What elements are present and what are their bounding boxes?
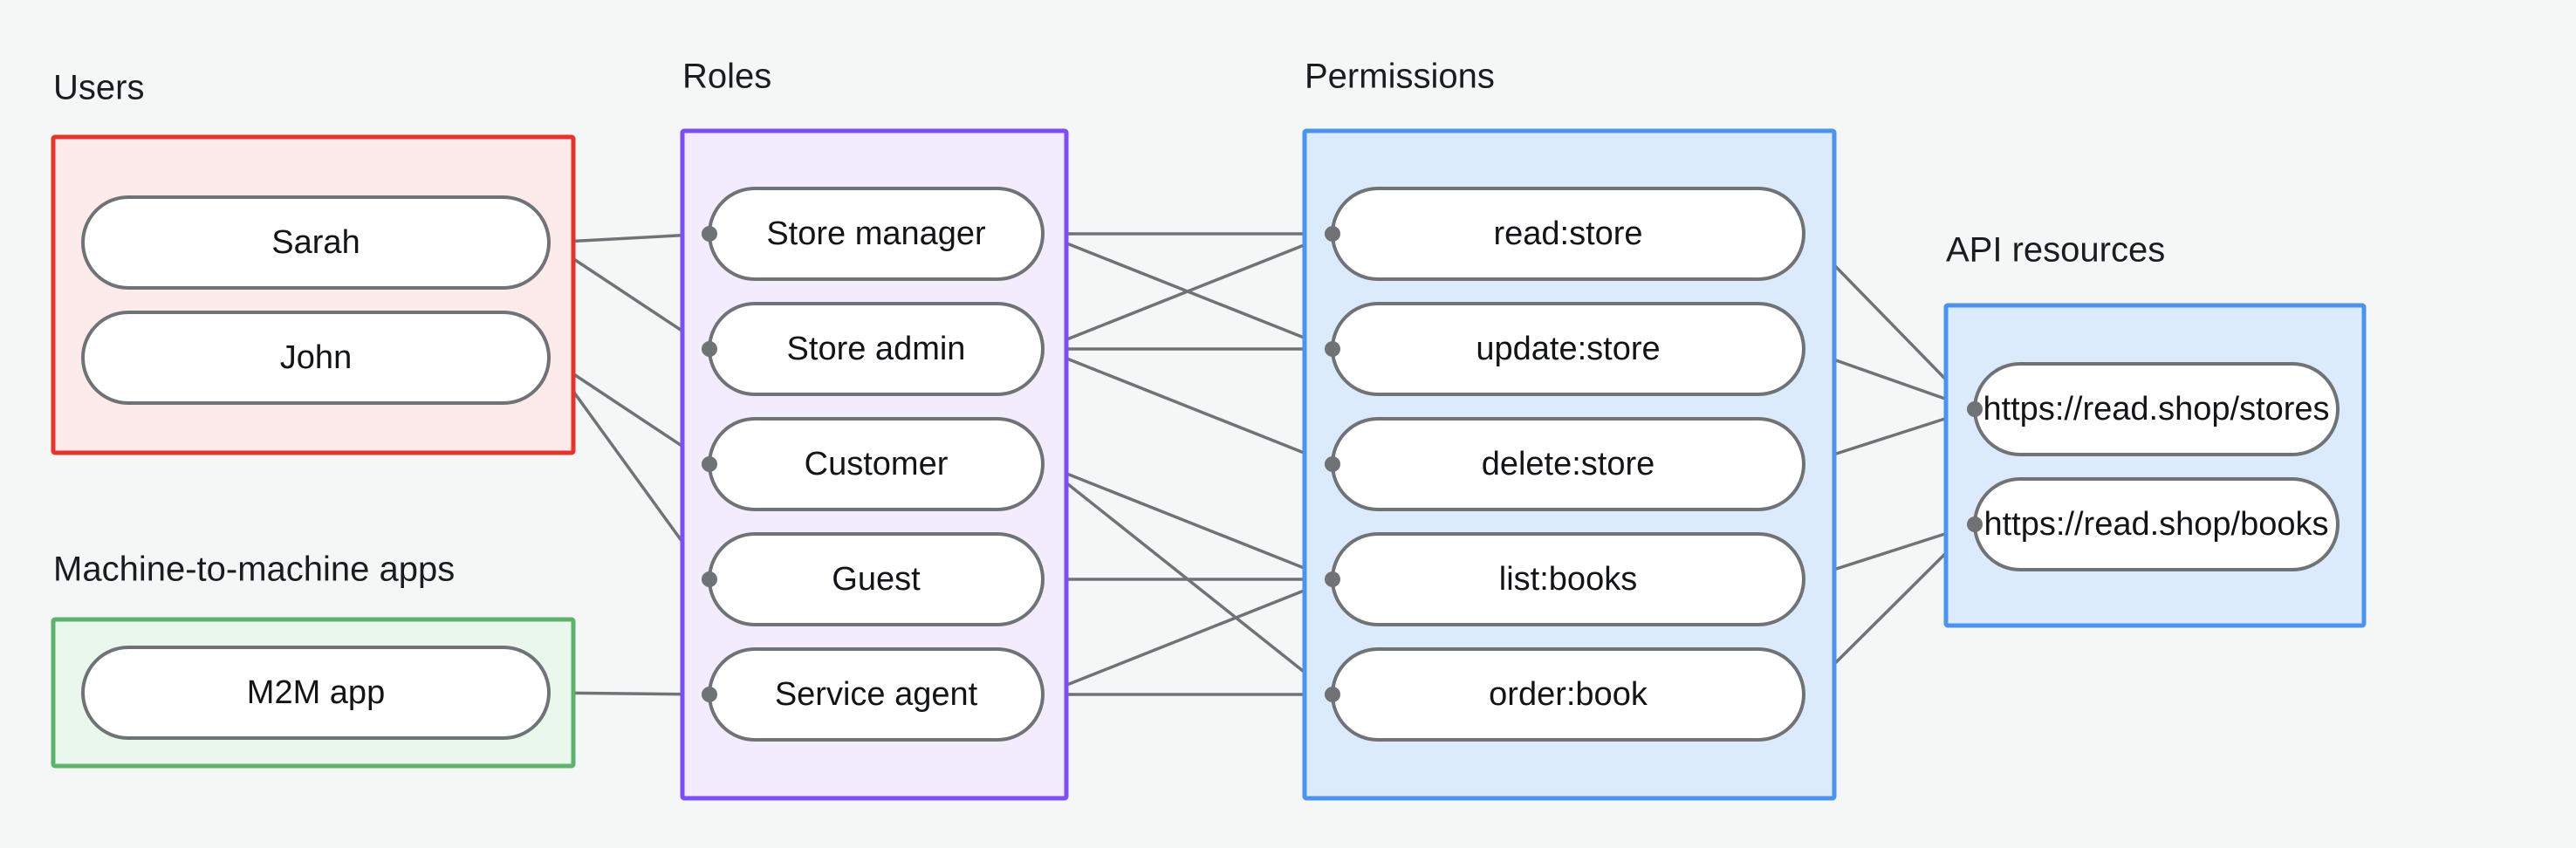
node-order-book[interactable]: order:book [1331, 647, 1805, 742]
group-label-m2m: Machine-to-machine apps [53, 551, 455, 589]
node-label-store-manager: Store manager [766, 215, 986, 252]
node-label-order-book: order:book [1489, 676, 1648, 713]
node-label-delete-store: delete:store [1482, 446, 1655, 482]
node-label-res-books: https://read.shop/books [1983, 506, 2328, 543]
connection-dot-res-stores [1967, 401, 1983, 417]
node-pill-john[interactable] [81, 311, 551, 405]
connection-dot-update-store [1325, 341, 1340, 357]
node-guest[interactable]: Guest [708, 532, 1045, 626]
node-label-read-store: read:store [1493, 215, 1642, 252]
node-label-store-admin: Store admin [787, 331, 966, 367]
node-label-sarah: Sarah [271, 224, 360, 261]
group-label-roles: Roles [682, 58, 771, 96]
node-customer[interactable]: Customer [708, 417, 1045, 511]
node-service-agent[interactable]: Service agent [708, 647, 1045, 742]
connection-dot-delete-store [1325, 456, 1340, 472]
connection-dot-read-store [1325, 226, 1340, 242]
connection-dot-service-agent [702, 687, 717, 702]
group-label-users: Users [53, 69, 144, 107]
node-label-john: John [280, 339, 352, 376]
node-john[interactable]: John [81, 311, 551, 405]
group-label-permissions: Permissions [1305, 58, 1495, 96]
connection-dots-layer [702, 226, 1983, 702]
edge-service-agent-to-list-books [1042, 578, 1333, 696]
node-label-m2mapp: M2M app [247, 674, 385, 711]
edge-store-admin-to-delete-store [1042, 347, 1333, 466]
node-label-guest: Guest [832, 561, 921, 598]
node-pill-sarah[interactable] [81, 195, 551, 290]
node-sarah[interactable]: Sarah [81, 195, 551, 290]
connection-dot-res-books [1967, 516, 1983, 532]
node-res-stores[interactable]: https://read.shop/stores [1973, 362, 2340, 456]
node-label-update-store: update:store [1476, 331, 1660, 367]
node-label-list-books: list:books [1499, 561, 1637, 598]
group-container-users [51, 134, 576, 455]
node-m2mapp[interactable]: M2M app [81, 646, 551, 740]
node-store-admin[interactable]: Store admin [708, 302, 1045, 396]
node-read-store[interactable]: read:store [1331, 187, 1805, 281]
node-label-customer: Customer [805, 446, 949, 482]
group-container-api-resources [1943, 303, 2367, 628]
edge-customer-to-list-books [1042, 462, 1333, 581]
group-api-resources: API resources https://read.shop/stores htt… [1943, 231, 2367, 628]
edges-layer [547, 232, 1977, 696]
node-delete-store[interactable]: delete:store [1331, 417, 1805, 511]
connection-dot-guest [702, 571, 717, 587]
group-permissions: Permissions read:store update:store delete:… [1302, 58, 1837, 801]
group-label-api-resources: API resources [1946, 231, 2165, 270]
edge-store-admin-to-read-store [1042, 232, 1333, 351]
node-label-res-stores: https://read.shop/stores [1983, 391, 2329, 427]
connection-dot-order-book [1325, 687, 1340, 702]
connection-dot-store-admin [702, 341, 717, 357]
node-list-books[interactable]: list:books [1331, 532, 1805, 626]
node-res-books[interactable]: https://read.shop/books [1973, 477, 2340, 571]
connection-dot-customer [702, 456, 717, 472]
node-pill-m2mapp[interactable] [81, 646, 551, 740]
connection-dot-store-manager [702, 226, 717, 242]
node-update-store[interactable]: update:store [1331, 302, 1805, 396]
connection-dot-list-books [1325, 571, 1340, 587]
node-store-manager[interactable]: Store manager [708, 187, 1045, 281]
node-label-service-agent: Service agent [775, 676, 978, 713]
